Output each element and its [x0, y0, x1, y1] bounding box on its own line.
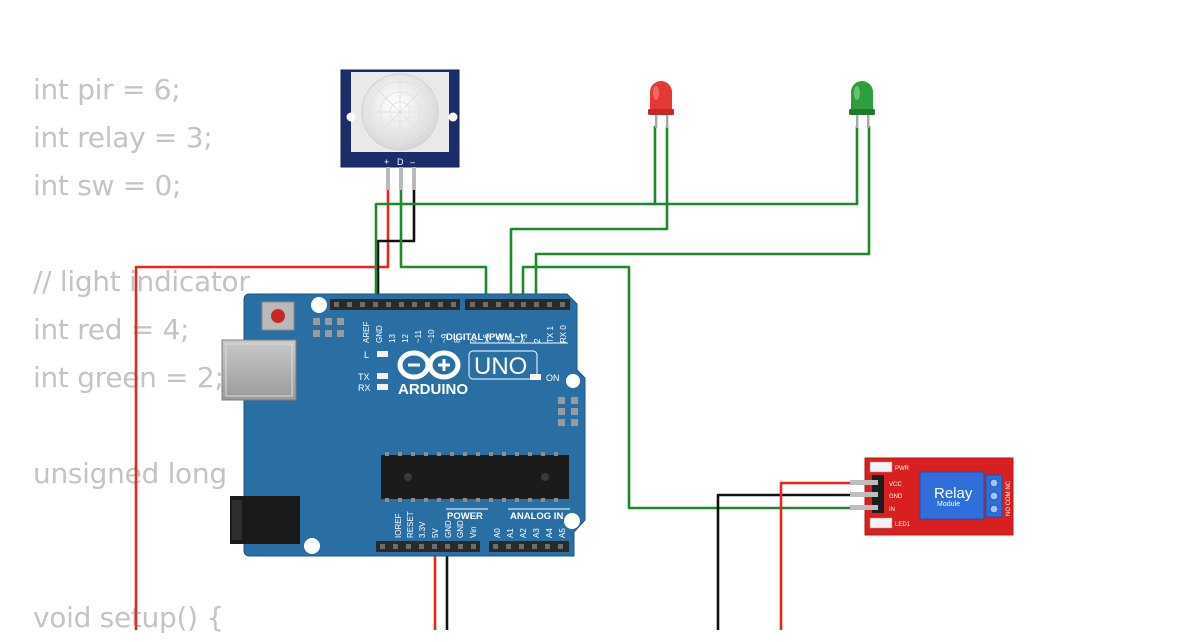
wire-relay-in	[521, 265, 850, 510]
power-pin-label: 3.3V	[418, 521, 427, 538]
wire-pir-gnd	[376, 190, 416, 305]
arduino-uno-board[interactable]: AREF GND 13 12 ~11 ~10 ~9 8 7 ~6 ~5 4~3 2 TX 1 RX 0 DI…	[221, 293, 586, 557]
arduino-logo-icon	[397, 350, 461, 380]
code-line: int green = 2;	[33, 361, 224, 394]
code-line: int relay = 3;	[33, 121, 213, 154]
code-line: int sw = 0;	[33, 169, 182, 202]
wire-pir-out	[399, 190, 488, 305]
digital-pin-label: 7	[469, 338, 478, 343]
digital-pin-label: GND	[375, 325, 384, 343]
code-line: unsigned long	[33, 457, 227, 490]
analog-pin-label: A0	[493, 528, 502, 538]
digital-pin-label: ~6	[482, 333, 491, 343]
digital-pin-label: TX 1	[546, 326, 555, 343]
relay-pin-vcc-label: VCC	[889, 482, 902, 488]
digital-pin-label: 13	[388, 334, 397, 343]
relay-pin-in-label: IN	[889, 507, 895, 513]
power-pin-label: IOREF	[394, 513, 403, 538]
digital-pin-label: ~5	[495, 333, 504, 343]
power-pin-label: GND	[444, 520, 453, 538]
digital-pin-label: 8	[453, 338, 462, 343]
digital-pin-label: 12	[401, 334, 410, 343]
analog-pin-label: A5	[558, 528, 567, 538]
wire-red-led	[509, 126, 669, 305]
power-section-label: POWER	[447, 511, 483, 522]
analog-pin-label: A3	[532, 528, 541, 538]
power-pin-label: RESET	[406, 511, 415, 538]
relay-led-label: LED1	[895, 522, 911, 528]
power-pin-label: GND	[456, 520, 465, 538]
digital-pin-labels: AREF GND 13 12 ~11 ~10 ~9 8 7 ~6 ~5 4~3 2 TX 1 RX 0	[362, 322, 568, 343]
wire-pir-vcc	[134, 190, 390, 630]
relay-title: Relay	[934, 485, 973, 502]
led-rx-label: RX	[358, 383, 371, 393]
code-line: int pir = 6;	[33, 73, 181, 106]
led-tx-label: TX	[358, 372, 370, 382]
code-listing: int pir = 6; int relay = 3; int sw = 0; // …	[33, 66, 250, 642]
digital-pin-label: ~3	[520, 333, 529, 343]
digital-pin-label: RX 0	[559, 325, 568, 343]
power-pin-label: 5V	[431, 528, 440, 538]
analog-pin-labels: A0 A1 A2 A3 A4 A5	[493, 528, 567, 538]
code-line: void setup() {	[33, 601, 224, 634]
green-led[interactable]	[849, 81, 875, 128]
digital-pin-label: 4	[508, 338, 517, 343]
led-on-label: ON	[546, 373, 560, 383]
power-pin-label: Vin	[469, 527, 478, 538]
board-model-label: UNO	[474, 353, 527, 380]
relay-pin-gnd-label: GND	[889, 494, 903, 500]
digital-pin-label: 2	[533, 338, 542, 343]
analog-section-label: ANALOG IN	[510, 511, 563, 522]
led-l-label: L	[364, 350, 369, 360]
wire-green-led	[534, 126, 871, 305]
pir-sensor[interactable]: + D –	[340, 69, 460, 190]
microcontroller-chip	[381, 455, 569, 499]
analog-pin-label: A4	[545, 528, 554, 538]
pir-pin-vcc-label: +	[384, 157, 389, 167]
relay-terminal-labels: NO COM NC	[1006, 480, 1012, 516]
red-led[interactable]	[648, 81, 674, 128]
relay-subtitle: Module	[937, 501, 960, 508]
code-line: // light indicator	[33, 265, 250, 298]
analog-pin-label: A2	[519, 528, 528, 538]
relay-module[interactable]: PWR LED1 VCC GND IN Relay Module NO COM …	[850, 457, 1014, 536]
wire-led-gnd	[374, 126, 657, 305]
digital-pin-label: ~11	[414, 329, 423, 343]
pir-pin-gnd-label: –	[410, 157, 415, 167]
board-brand-label: ARDUINO	[398, 381, 468, 398]
wire-relay-gnd	[716, 493, 850, 630]
digital-pin-label: AREF	[362, 322, 371, 343]
analog-pin-label: A1	[506, 528, 515, 538]
relay-pwr-label: PWR	[895, 466, 910, 472]
digital-section-label: DIGITAL (PWM ~)	[446, 332, 524, 343]
wire-green-led-gnd	[655, 126, 859, 206]
digital-pin-label: ~9	[440, 333, 449, 343]
wire-relay-vcc	[779, 481, 850, 630]
pir-pin-out-label: D	[397, 157, 404, 167]
digital-pin-label: ~10	[427, 329, 436, 343]
